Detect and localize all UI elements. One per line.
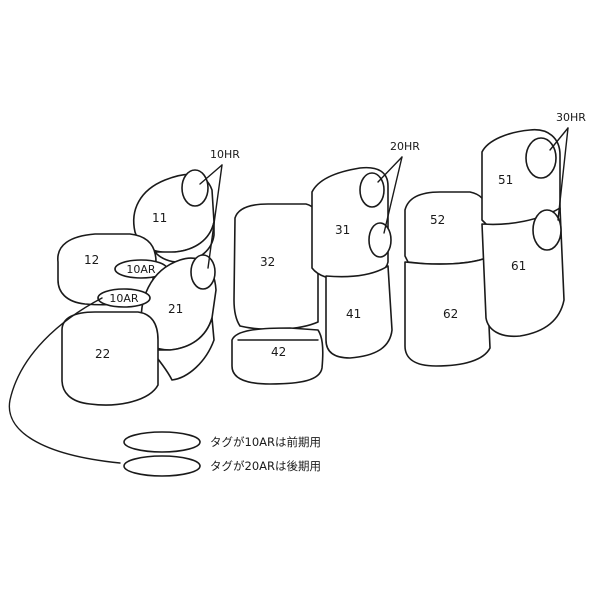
label-part-22: 22 xyxy=(95,347,110,361)
label-part-61: 61 xyxy=(511,259,526,273)
headrest-31-lower xyxy=(368,222,392,258)
headrest-21 xyxy=(190,254,216,290)
headrest-61 xyxy=(532,209,562,251)
seat-part-22 xyxy=(61,311,159,406)
label-part-62: 62 xyxy=(443,307,458,321)
seat-part-32 xyxy=(233,203,319,331)
headrest-51 xyxy=(525,137,557,179)
tag-legend-connector xyxy=(8,297,121,464)
label-part-21: 21 xyxy=(168,302,183,316)
seat-part-52 xyxy=(404,191,487,265)
legend-line-1: タグが10ARは前期用 xyxy=(210,435,321,449)
leader-20hr-a xyxy=(377,156,403,183)
label-part-31: 31 xyxy=(335,223,350,237)
front-row-group: 10AR 10AR xyxy=(57,164,223,406)
seat-part-41 xyxy=(325,265,393,359)
tag-10ar-lower xyxy=(97,288,151,308)
label-part-11: 11 xyxy=(152,211,167,225)
label-part-42: 42 xyxy=(271,345,286,359)
middle-row-group xyxy=(231,156,403,385)
seat-part-11-side xyxy=(154,221,215,263)
leader-20hr-b xyxy=(383,156,403,234)
tag-10ar-lower-label: 10AR xyxy=(109,292,139,305)
seat-part-42 xyxy=(231,327,324,385)
label-part-12: 12 xyxy=(84,253,99,267)
legend-line-2: タグが20ARは後期用 xyxy=(210,459,321,473)
leader-30hr-b xyxy=(557,127,569,221)
legend-tag-oval-2 xyxy=(123,455,201,477)
legend-tag-oval-1 xyxy=(123,431,201,453)
label-part-51: 51 xyxy=(498,173,513,187)
leader-30hr-a xyxy=(549,127,569,151)
ref-20hr: 20HR xyxy=(390,140,420,153)
rear-row-group xyxy=(404,127,569,367)
label-part-32: 32 xyxy=(260,255,275,269)
ref-30hr: 30HR xyxy=(556,111,586,124)
tag-10ar-upper-label: 10AR xyxy=(126,263,156,276)
headrest-11 xyxy=(181,169,209,207)
label-part-41: 41 xyxy=(346,307,361,321)
leader-10hr-b xyxy=(207,164,223,269)
headrest-31 xyxy=(359,172,385,208)
leader-10hr-a xyxy=(199,164,223,185)
seat-part-62 xyxy=(404,257,491,367)
ref-10hr: 10HR xyxy=(210,148,240,161)
seat-part-21-side xyxy=(149,317,215,381)
label-part-52: 52 xyxy=(430,213,445,227)
